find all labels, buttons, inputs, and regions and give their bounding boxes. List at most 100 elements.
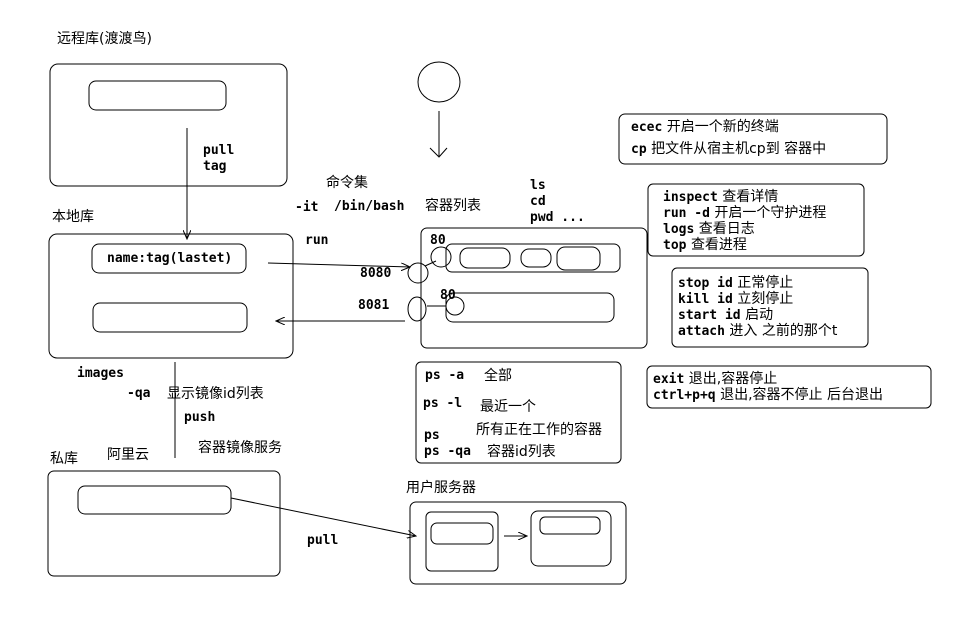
ls-label: ls [530,178,546,193]
note-ctrl-pq: ctrl+p+q 退出,容器不停止 后台退出 [653,387,883,404]
note-box-exec-cp [618,113,888,165]
note-ps-a-cmd: ps -a [425,368,465,383]
note-run-d: run -d 开启一个守护进程 [663,205,826,222]
private-repo-image-slot [77,485,232,515]
remote-repo-label: 远程库(渡渡鸟) [57,31,152,47]
note-stop: stop id 正常停止 [678,275,793,292]
note-exec: ecec 开启一个新的终端 [631,119,779,136]
container-image-service-label: 容器镜像服务 [198,440,282,456]
local-image-name-tag-slot [91,243,247,274]
note-inspect: inspect 查看详情 [663,189,778,206]
images-label: images [77,366,124,381]
user-server-container-right [530,510,612,567]
note-ctrl-pq-cmd: ctrl+p+q [653,388,716,403]
note-kill-desc: 立刻停止 [737,291,794,307]
note-attach: attach 进入 之前的那个t [678,323,837,340]
container-row-top-slot-1 [459,247,511,269]
container-list-label: 容器列表 [425,198,481,214]
name-tag-label: name:tag(lastet) [107,251,233,266]
note-ps-qa-desc: 容器id列表 [487,444,556,460]
local-repo-label: 本地库 [52,209,94,225]
push-label: push [184,410,216,425]
note-ps-desc: 所有正在工作的容器 [476,422,602,438]
note-exit: exit 退出,容器停止 [653,371,777,388]
note-attach-cmd: attach [678,324,725,339]
port-80-circle-top [430,246,452,268]
note-cp-desc: 把文件从宿主机cp到 容器中 [651,141,827,157]
port-8080-label: 8080 [360,266,392,281]
qa-label: -qa [127,386,151,401]
bin-bash-label: /bin/bash [334,199,405,214]
note-start-desc: 启动 [745,307,774,323]
it-flag-label: -it [295,200,319,215]
pwd-label: pwd ... [530,210,585,225]
note-top-desc: 查看进程 [690,237,747,253]
note-box-exit [646,365,932,409]
note-kill-cmd: kill id [678,292,733,307]
note-ps-cmd: ps [424,428,440,443]
user-server-container-left [425,511,499,572]
note-logs-desc: 查看日志 [698,221,755,237]
port-link-top [424,260,437,267]
note-top-cmd: top [663,238,687,253]
note-ps-qa-cmd: ps -qa [424,444,471,459]
container-row-top-slot-2 [520,248,552,268]
note-exec-desc: 开启一个新的终端 [666,119,779,135]
note-kill: kill id 立刻停止 [678,291,793,308]
port-80-label-bottom: 80 [440,288,456,303]
run-label: run [305,233,329,248]
note-attach-desc: 进入 之前的那个t [729,323,838,339]
port-8081-label: 8081 [358,298,390,313]
note-ctrl-pq-desc: 退出,容器不停止 后台退出 [720,387,883,403]
note-stop-cmd: stop id [678,276,733,291]
note-cp: cp 把文件从宿主机cp到 容器中 [631,141,826,158]
remote-repo-image-slot [88,80,227,111]
private-repo-label: 私库 [50,451,78,467]
remote-repo-box [49,63,288,187]
note-box-inspect [647,183,865,257]
note-inspect-desc: 查看详情 [722,189,779,205]
note-cp-cmd: cp [631,142,647,157]
note-start: start id 启动 [678,307,773,324]
note-exit-desc: 退出,容器停止 [688,371,778,387]
note-exit-cmd: exit [653,372,685,387]
note-logs: logs 查看日志 [663,221,755,238]
note-logs-cmd: logs [663,222,695,237]
private-repo-box [47,470,281,577]
local-repo-box [48,233,294,359]
note-box-stop [671,267,869,348]
pull-label-top: pull [203,143,235,158]
note-ps-a-desc: 全部 [484,368,512,384]
show-image-ids-label: 显示镜像id列表 [167,386,264,402]
host-circle [417,61,461,103]
container-row-bottom [445,292,615,323]
run-arrow-to-8080 [267,262,410,267]
note-stop-desc: 正常停止 [737,275,794,291]
note-exec-cmd: ecec [631,120,663,135]
port-8081-circle [407,296,427,322]
tag-label-top: tag [203,159,227,174]
container-row-top-slot-3 [556,246,601,271]
user-server-container-left-slot [430,522,494,545]
note-ps-l-cmd: ps -l [423,396,463,411]
note-inspect-cmd: inspect [663,190,718,205]
cd-label: cd [530,194,546,209]
port-80-label-top: 80 [430,233,446,248]
host-down-arrow-head [429,147,448,158]
aliyun-label: 阿里云 [107,447,149,463]
note-run-d-cmd: run -d [663,206,710,221]
user-server-container-right-slot [539,516,601,535]
container-row-top [445,243,621,273]
note-ps-l-desc: 最近一个 [480,399,536,415]
pull-arrow-private-to-server [230,497,416,536]
pull-label-bottom: pull [307,533,339,548]
note-run-d-desc: 开启一个守护进程 [714,205,827,221]
container-list-box [420,227,648,349]
port-8080-circle [407,262,429,284]
user-server-label: 用户服务器 [406,480,476,496]
note-box-ps [415,361,622,464]
user-server-box [409,501,627,585]
command-set-label: 命令集 [326,175,368,191]
